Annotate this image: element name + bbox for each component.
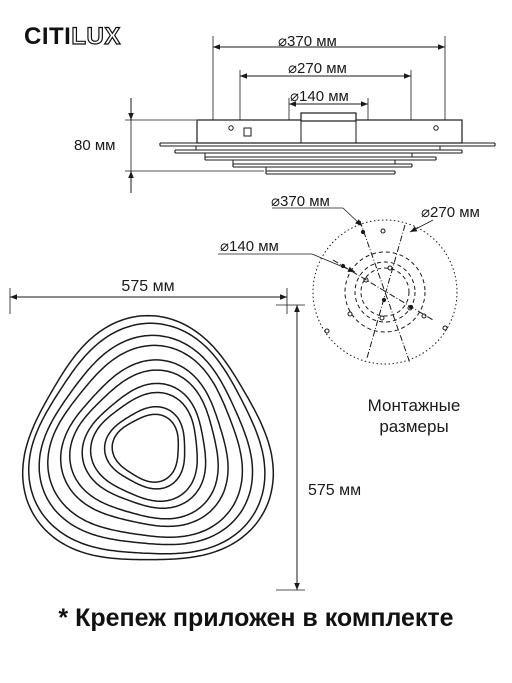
mount-hole <box>363 277 369 283</box>
mount-marker <box>340 263 346 269</box>
mount-marker <box>381 297 387 303</box>
lamp-ring <box>47 344 244 538</box>
mount-hole <box>387 265 393 271</box>
top-view <box>9 288 305 591</box>
lamp-ring <box>69 369 219 520</box>
mount-dim-140-label: ⌀140 мм <box>220 238 279 255</box>
side-view <box>125 36 496 193</box>
mount-circle-inner <box>360 267 410 317</box>
diameter-line-370 <box>359 220 411 364</box>
footer-note: * Крепеж приложен в комплекте <box>58 604 454 632</box>
mount-hole <box>379 315 385 321</box>
mount-marker <box>408 304 414 310</box>
lamp-ring <box>38 334 254 546</box>
mount-dim-370-label: ⌀370 мм <box>271 193 330 210</box>
diameter-line-270 <box>366 224 406 359</box>
side-dim-370-label: ⌀370 мм <box>278 33 337 50</box>
mount-caption-line2: размеры <box>379 417 448 436</box>
mounting-diagram <box>218 207 458 365</box>
mounting-base <box>196 119 463 144</box>
mount-circle-370 <box>312 219 458 365</box>
brand-part1: CITI <box>24 23 71 50</box>
lamp-ring <box>21 314 275 561</box>
lamp-ring <box>89 391 198 502</box>
side-height-label: 80 мм <box>74 137 115 154</box>
svg-text:CITILUX: CITILUX <box>24 23 121 50</box>
mount-hole <box>380 228 386 234</box>
lamp-ring <box>59 359 229 528</box>
lamp-ring <box>111 413 180 483</box>
center-hub <box>300 112 357 122</box>
lamp-ring <box>27 322 266 555</box>
side-dim-140-label: ⌀140 мм <box>290 88 349 105</box>
mount-dim-270-label: ⌀270 мм <box>421 204 480 221</box>
lamp-ring <box>103 405 186 490</box>
mount-hole <box>442 325 448 331</box>
top-height-label: 575 мм <box>308 482 361 499</box>
mount-hole <box>347 311 353 317</box>
terminal-block <box>243 127 252 137</box>
screw-hole <box>433 125 439 131</box>
mount-marker <box>360 229 366 235</box>
lamp-ring <box>81 382 207 509</box>
leader-270 <box>409 219 434 233</box>
mount-hole <box>421 313 427 319</box>
mount-caption-line1: Монтажные <box>368 396 461 415</box>
mount-circle-270 <box>344 251 426 333</box>
mount-circle-140 <box>354 261 416 323</box>
top-width-label: 575 мм <box>121 278 174 295</box>
side-dim-270-label: ⌀270 мм <box>288 60 347 77</box>
brand-logo: CITILUX <box>24 22 121 50</box>
mount-hole <box>324 328 330 334</box>
screw-hole <box>228 125 234 131</box>
brand-part2: LUX <box>71 23 121 50</box>
